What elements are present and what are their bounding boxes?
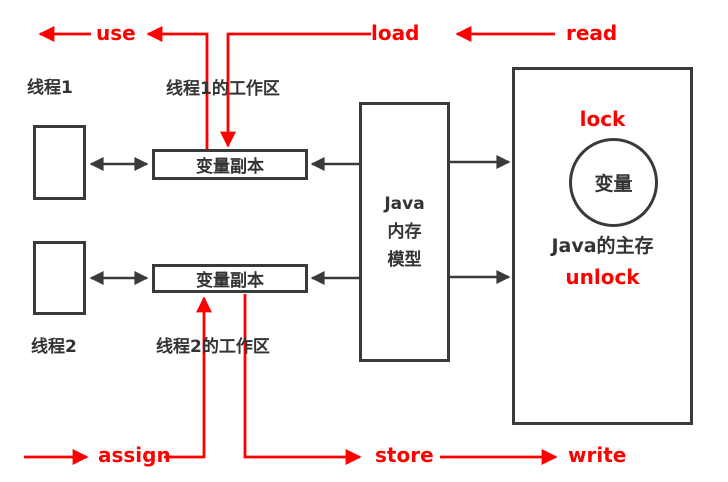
jmm-label-line3: 模型 [387,250,422,270]
thread1-label: 线程1 [27,78,73,98]
assign-label: assign [98,443,171,467]
variable-copy1-label: 变量副本 [196,157,264,177]
store-label: store [375,443,434,467]
jmm-label-line2: 内存 [387,222,422,242]
load-flow-line [220,32,371,148]
main-memory-box [512,67,693,425]
use-flow-line [146,26,209,150]
thread2-workspace-label: 线程2的工作区 [156,337,270,357]
java-memory-model-box: Java 内存 模型 [359,102,450,362]
read-label: read [566,21,618,45]
variable-copy2-box: 变量副本 [152,264,308,293]
unlock-label: unlock [565,265,640,289]
jmm-label-line1: Java [384,194,425,214]
write-label: write [568,443,627,467]
assign-flow-line [164,296,212,459]
variable-copy2-label: 变量副本 [196,271,264,291]
store-flow-line [243,294,362,465]
variable-copy1-box: 变量副本 [152,149,308,180]
main-memory-label: Java的主存 [551,235,654,257]
thread1-box [33,125,86,200]
use-label: use [96,21,136,45]
variable-circle: 变量 [569,138,658,227]
thread2-box [33,241,86,315]
load-label: load [371,21,420,45]
lock-label: lock [579,107,626,131]
thread1-workspace-label: 线程1的工作区 [166,79,280,99]
thread2-label: 线程2 [31,337,77,357]
variable-label: 变量 [594,173,633,195]
